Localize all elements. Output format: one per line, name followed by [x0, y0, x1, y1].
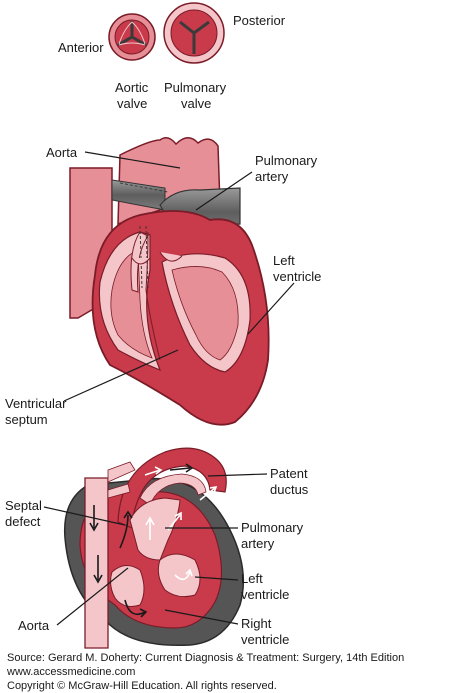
pulmonary-artery-label-flow-line2: artery: [241, 536, 275, 551]
pulmonary-valve: [163, 2, 225, 64]
source-credit: Source: Gerard M. Doherty: Current Diagn…: [7, 651, 404, 693]
left-ventricle-label-flow-line2: ventricle: [241, 587, 289, 602]
left-ventricle-label-flow-line1: Left: [241, 571, 263, 586]
aorta-leader-flow: [56, 567, 129, 626]
aorta-label-flow: Aorta: [18, 618, 50, 633]
aortic-valve-label-line1: Aortic: [115, 80, 149, 95]
anterior-label: Anterior: [58, 40, 104, 55]
aortic-valve-label-line2: valve: [117, 96, 147, 111]
pulmonary-valve-label-line1: Pulmonary: [164, 80, 227, 95]
source-line: Source: Gerard M. Doherty: Current Diagn…: [7, 652, 405, 664]
patent-ductus-label-line2: ductus: [270, 482, 309, 497]
left-ventricle-label-line2: ventricle: [273, 269, 321, 284]
pulmonary-artery-label-flow-line1: Pulmonary: [241, 520, 304, 535]
right-ventricle-label-line2: ventricle: [241, 632, 289, 647]
left-ventricle-leader: [247, 282, 295, 335]
aorta-leader-main: [84, 151, 181, 169]
pulmonary-artery-leader-main: [195, 171, 253, 211]
pulmonary-artery-label-main-line2: artery: [255, 169, 289, 184]
left-ventricle-label-line1: Left: [273, 253, 295, 268]
patent-ductus-label-line1: Patent: [270, 466, 308, 481]
ventricular-septum-label-line2: septum: [5, 412, 48, 427]
aortic-valve: [108, 13, 156, 61]
pulmonary-valve-label-line2: valve: [181, 96, 211, 111]
ventricular-septum-leader: [63, 349, 179, 402]
right-ventricle-leader: [164, 609, 239, 625]
heart-diagram-main: [69, 137, 270, 426]
aorta-label-main: Aorta: [46, 145, 78, 160]
posterior-label: Posterior: [233, 13, 286, 28]
source-url: www.accessmedicine.com: [7, 666, 136, 678]
right-ventricle-label-line1: Right: [241, 616, 272, 631]
pulmonary-artery-label-main-line1: Pulmonary: [255, 153, 318, 168]
septal-defect-label-line2: defect: [5, 514, 41, 529]
septal-defect-label-line1: Septal: [5, 498, 42, 513]
left-ventricle-leader-flow: [194, 576, 239, 581]
ventricular-septum-label-line1: Ventricular: [5, 396, 67, 411]
copyright-line: Copyright © McGraw-Hill Education. All r…: [7, 680, 277, 692]
heart-diagram-flow: [63, 447, 245, 649]
septal-defect-leader: [43, 506, 126, 526]
patent-ductus-leader: [207, 473, 268, 477]
